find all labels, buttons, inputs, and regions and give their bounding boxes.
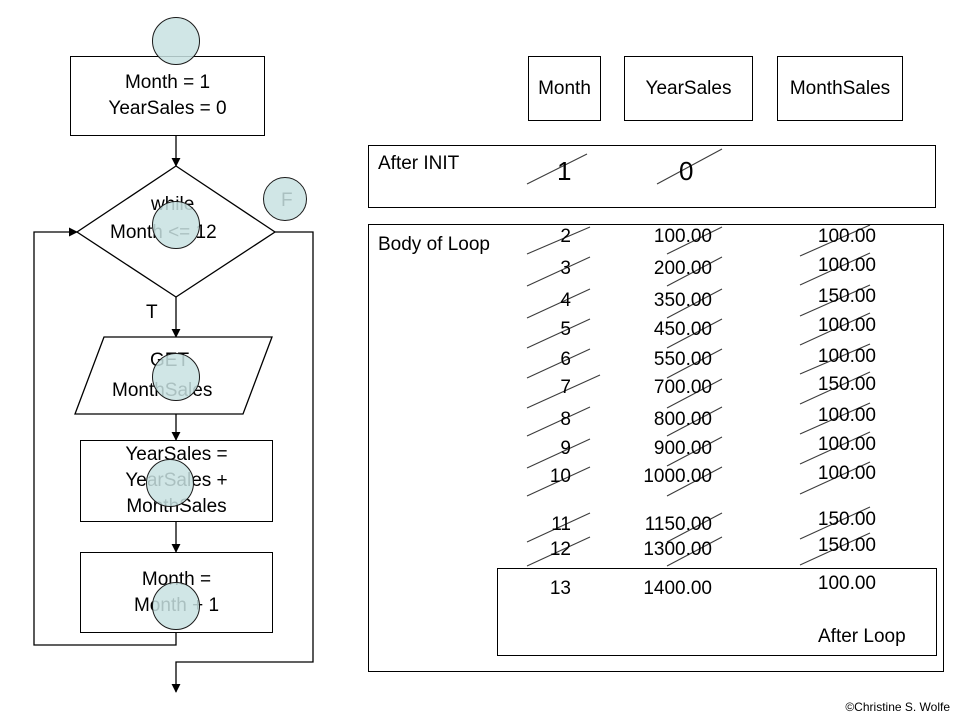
strike-mark [526, 374, 601, 409]
row-month: 10 [549, 466, 571, 487]
strike-mark [666, 436, 723, 467]
final-yearsales: 1400.00 [643, 578, 712, 599]
strike-mark [799, 312, 871, 346]
strike-mark [666, 288, 723, 319]
row-yearsales: 1000.00 [643, 466, 712, 487]
row-monthsales: 100.00 [817, 463, 876, 484]
strike-mark [799, 506, 871, 540]
process-line-1: YearSales = [125, 444, 228, 465]
strike-mark [799, 402, 871, 435]
row-month: 9 [560, 438, 571, 459]
process-line-3: MonthSales [126, 496, 227, 517]
credit: ©Christine S. Wolfe [845, 700, 950, 714]
init-yearsales-value: 0 [679, 156, 694, 186]
final-month: 13 [549, 578, 571, 599]
marker-circle [152, 353, 200, 401]
true-label: T [146, 302, 158, 323]
marker-circle [146, 459, 194, 507]
body-of-loop-label: Body of Loop [378, 234, 490, 255]
row-yearsales: 1300.00 [643, 539, 712, 560]
strike-mark [526, 318, 591, 349]
row-yearsales: 1150.00 [644, 514, 712, 535]
strike-mark [666, 466, 723, 497]
strike-mark [666, 512, 723, 543]
strike-mark [666, 318, 723, 349]
row-month: 4 [560, 290, 571, 311]
strike-mark [799, 343, 871, 375]
row-yearsales: 200.00 [653, 258, 712, 279]
init-line-1: Month = 1 [124, 72, 211, 93]
header-yearsales: YearSales [624, 56, 753, 121]
final-monthsales: 100.00 [817, 573, 876, 594]
init-line-2: YearSales = 0 [108, 98, 227, 119]
strike-mark [526, 512, 591, 543]
strike-mark [799, 532, 871, 566]
row-monthsales: 150.00 [817, 535, 876, 556]
row-yearsales: 900.00 [653, 438, 712, 459]
strike-mark [526, 256, 591, 287]
row-monthsales: 100.00 [817, 226, 876, 247]
header-month: Month [528, 56, 601, 121]
row-monthsales: 100.00 [817, 405, 876, 426]
after-loop-label: After Loop [818, 626, 906, 647]
strike-mark [526, 406, 591, 437]
flow-false-exit [171, 231, 314, 693]
header-monthsales: MonthSales [777, 56, 903, 121]
flow-loop-back [33, 227, 177, 646]
row-month: 7 [560, 377, 571, 398]
strike-mark [666, 256, 723, 287]
strike-mark [526, 536, 591, 567]
body-of-loop-panel [368, 224, 944, 672]
row-monthsales: 150.00 [817, 374, 876, 395]
strike-mark [526, 288, 591, 319]
row-month: 11 [551, 514, 571, 535]
row-month: 2 [560, 226, 571, 247]
row-yearsales: 350.00 [653, 290, 712, 311]
row-yearsales: 700.00 [653, 377, 712, 398]
strike-mark [666, 226, 723, 255]
strike-mark [526, 438, 591, 469]
strike-mark [526, 153, 588, 185]
after-init-label: After INIT [378, 153, 460, 174]
row-month: 6 [560, 349, 571, 370]
increment-line-1: Month = [141, 568, 212, 590]
row-month: 8 [560, 409, 571, 430]
init-box: Month = 1 YearSales = 0 [70, 56, 265, 136]
row-yearsales: 550.00 [653, 349, 712, 370]
row-monthsales: 150.00 [817, 509, 876, 530]
marker-circle [152, 201, 200, 249]
strike-mark [799, 371, 871, 405]
strike-mark [799, 224, 871, 257]
strike-mark [799, 461, 871, 495]
after-loop-panel [497, 568, 937, 656]
row-month: 5 [560, 319, 571, 340]
strike-mark [526, 226, 591, 255]
init-month-value: 1 [557, 156, 572, 186]
marker-circle [263, 177, 307, 221]
row-monthsales: 150.00 [817, 286, 876, 307]
row-monthsales: 100.00 [817, 255, 876, 276]
row-month: 3 [560, 258, 571, 279]
strike-mark [666, 378, 723, 409]
row-month: 12 [549, 539, 571, 560]
marker-circle [152, 582, 200, 630]
row-monthsales: 100.00 [817, 434, 876, 455]
row-yearsales: 800.00 [653, 409, 712, 430]
row-monthsales: 100.00 [817, 315, 876, 336]
row-yearsales: 450.00 [653, 319, 712, 340]
strike-mark [666, 536, 723, 567]
strike-mark [526, 348, 591, 379]
after-init-panel [368, 145, 936, 208]
row-monthsales: 100.00 [817, 346, 876, 367]
strike-mark [526, 466, 591, 497]
strike-mark [799, 252, 871, 286]
strike-mark [799, 284, 871, 317]
strike-mark [666, 406, 723, 437]
strike-mark [666, 348, 723, 379]
start-circle [152, 17, 200, 65]
row-yearsales: 100.00 [653, 226, 712, 247]
strike-mark [656, 148, 723, 185]
strike-mark [799, 431, 871, 465]
